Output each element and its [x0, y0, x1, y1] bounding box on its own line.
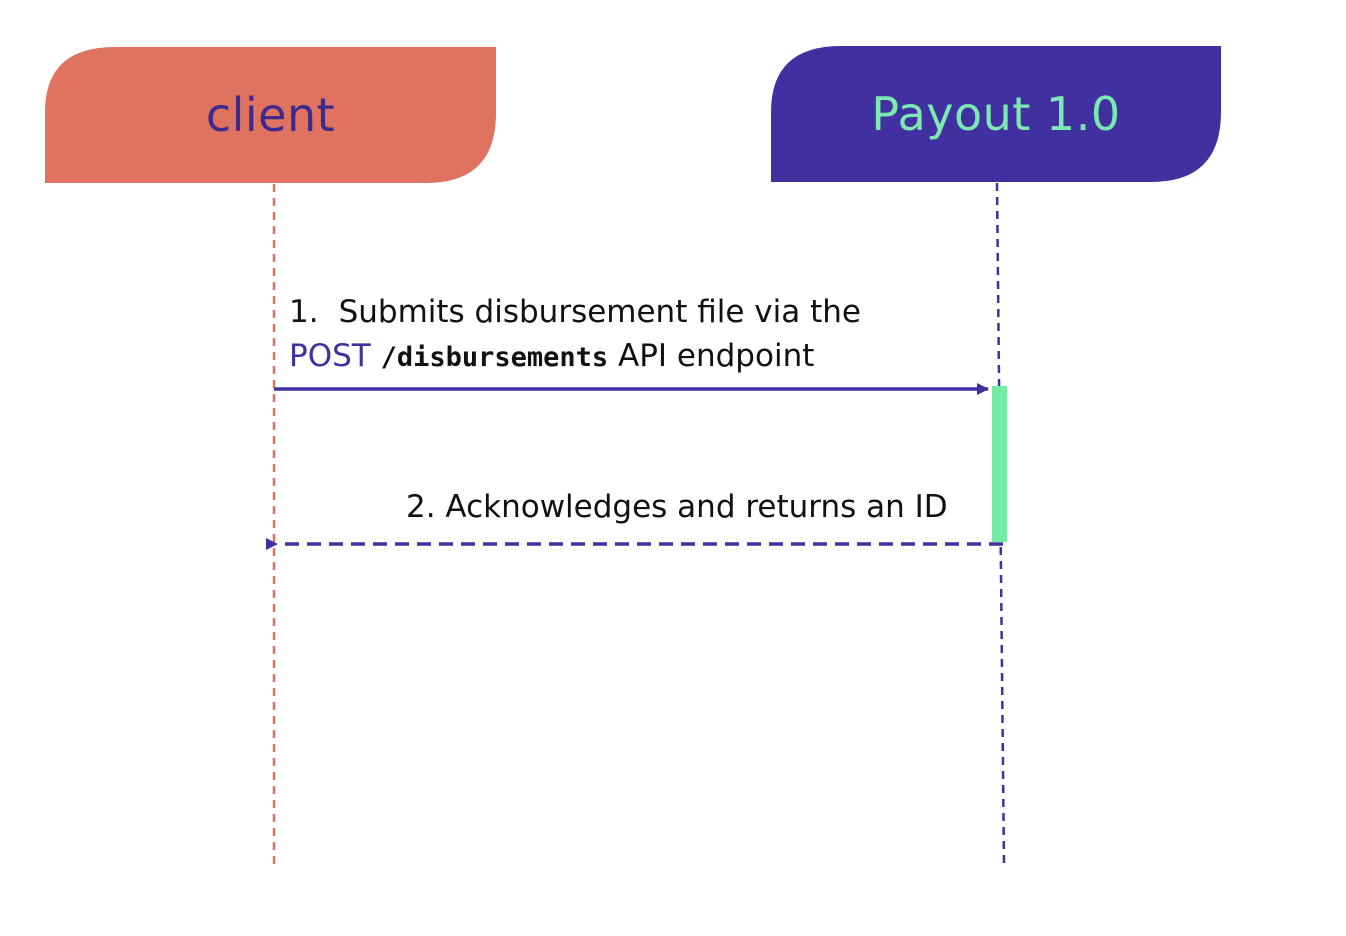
payout-header-shape — [771, 46, 1221, 182]
payout-participant: Payout 1.0 — [771, 46, 1221, 182]
message-1-label-line-1: 1. Submits disbursement file via the — [289, 297, 861, 328]
message-1-number: 1. — [289, 294, 319, 330]
message-1-text: Submits disbursement file via the — [338, 294, 861, 330]
message-1-endpoint-path: /disbursements — [380, 342, 609, 373]
message-1-suffix: API endpoint — [618, 338, 815, 374]
message-1-http-method: POST — [289, 338, 371, 374]
client-participant-label: client — [205, 88, 336, 142]
client-participant: client — [45, 47, 496, 183]
message-2-label: 2. Acknowledges and returns an ID — [406, 489, 948, 525]
client-header-shape — [45, 47, 496, 183]
payout-participant-label: Payout 1.0 — [871, 87, 1121, 141]
message-1-label-line-2: POST /disbursements API endpoint — [289, 341, 814, 372]
payout-activation-bar — [992, 386, 1007, 542]
